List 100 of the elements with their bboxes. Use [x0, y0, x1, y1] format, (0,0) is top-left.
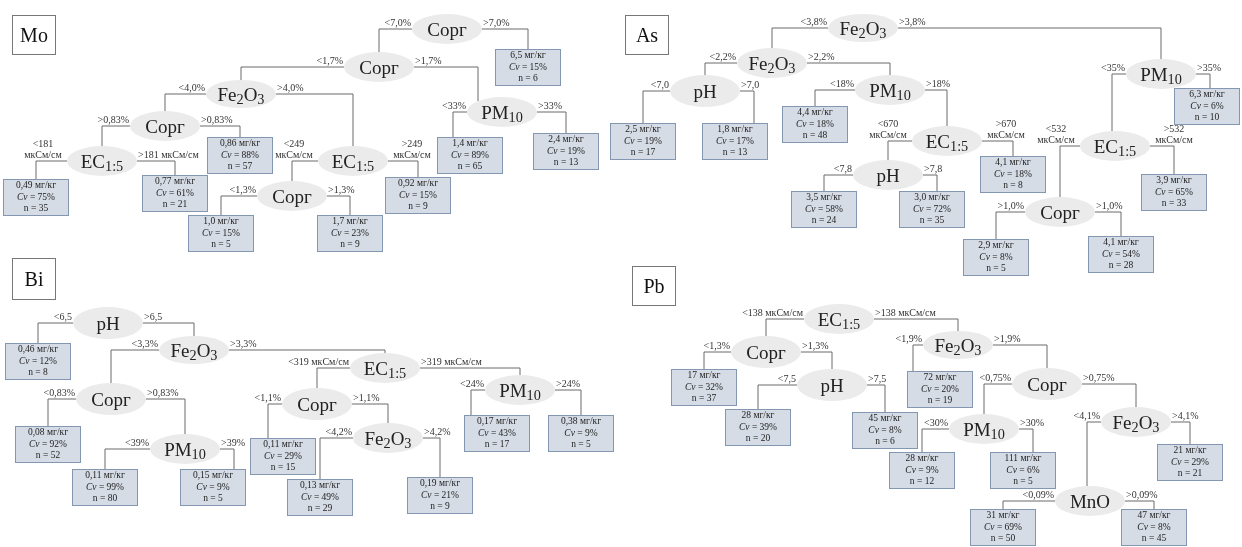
- cv-value: Cv = 19%: [623, 135, 663, 148]
- edge-label: <7,0: [650, 79, 669, 90]
- connector-line: [316, 367, 351, 389]
- connector-line: [275, 93, 354, 147]
- cv-value: Cv = 15%: [508, 61, 548, 74]
- leaf-box: [5, 343, 71, 380]
- leaf-box: [1174, 88, 1240, 125]
- cv-value: Cv = 89%: [450, 149, 490, 162]
- connector-line: [319, 437, 354, 480]
- edge-label: >2,2%: [808, 51, 835, 62]
- panel-label-box: [12, 258, 56, 300]
- edge-label: >670 мкСм/см: [986, 118, 1026, 140]
- predictor-label: MnO: [1069, 491, 1111, 511]
- leaf-box: [907, 371, 973, 408]
- edge-label: <3,3%: [131, 338, 158, 349]
- cv-value: Cv = 6%: [1006, 464, 1040, 477]
- edge-label: >7,0: [741, 79, 760, 90]
- edge-label: <18%: [830, 78, 854, 89]
- cv-value: Cv = 15%: [398, 189, 438, 202]
- connector-line: [387, 160, 419, 178]
- cv-value: Cv = 72%: [912, 203, 952, 216]
- concentration-value: 21 мг/кг: [1173, 445, 1207, 457]
- leaf-box: [495, 49, 561, 86]
- concentration-value: 1,7 мг/кг: [332, 216, 368, 228]
- predictor-label: PM$_{10}$: [481, 102, 523, 122]
- cv-value: Cv = 9%: [564, 427, 598, 440]
- predictor-label: PM$_{10}$: [869, 80, 911, 100]
- sample-count: n = 65: [457, 161, 483, 173]
- sample-count: n = 9: [408, 201, 428, 213]
- edge-label: <7,5: [777, 373, 796, 384]
- cv-value: Cv = 39%: [738, 421, 778, 434]
- concentration-value: 72 мг/кг: [923, 372, 957, 384]
- concentration-value: 2,9 мг/кг: [978, 240, 1014, 252]
- edge-label: <670 мкСм/см: [868, 118, 908, 140]
- edge-label: <1,9%: [895, 333, 922, 344]
- predictor-label: Fe$_{2}$O$_{3}$: [217, 84, 265, 104]
- connector-line: [866, 384, 886, 413]
- concentration-value: 2,5 мг/кг: [625, 124, 661, 136]
- predictor-label: pH: [820, 375, 844, 395]
- leaf-box: [889, 452, 955, 489]
- cv-value: Cv = 23%: [330, 227, 370, 240]
- connector-line: [1170, 421, 1191, 445]
- cv-value: Cv = 9%: [196, 481, 230, 494]
- concentration-value: 0,17 мг/кг: [476, 416, 518, 428]
- connector-line: [145, 398, 186, 435]
- connector-line: [554, 389, 582, 416]
- sample-count: n = 21: [1177, 468, 1203, 480]
- cv-value: Cv = 54%: [1101, 248, 1141, 261]
- sample-count: n = 9: [430, 501, 450, 513]
- concentration-value: 17 мг/кг: [687, 370, 721, 382]
- edge-label: >1,3%: [802, 340, 829, 351]
- connector-line: [983, 383, 1013, 415]
- sample-count: n = 13: [553, 157, 579, 169]
- predictor-label: pH: [876, 165, 900, 185]
- edge-label: <4,2%: [325, 426, 352, 437]
- connector-line: [765, 318, 805, 337]
- edge-label: >7,5: [868, 373, 887, 384]
- connector-line: [1111, 73, 1127, 132]
- connector-line: [995, 211, 1026, 240]
- edge-label: >39%: [221, 437, 245, 448]
- leaf-box: [899, 191, 965, 228]
- concentration-value: 0,77 мг/кг: [154, 176, 196, 188]
- predictor-label: EC$_{1:5}$: [1093, 136, 1137, 156]
- connector-line: [142, 322, 195, 337]
- predictor-label: Сорг: [1027, 374, 1067, 394]
- concentration-value: 3,5 мг/кг: [806, 192, 842, 204]
- cv-value: Cv = 75%: [16, 191, 56, 204]
- sample-count: n = 80: [92, 493, 118, 505]
- edge-label: <2,2%: [709, 51, 736, 62]
- leaf-box: [791, 191, 857, 228]
- sample-count: n = 12: [909, 476, 935, 488]
- connector-line: [326, 195, 351, 216]
- leaf-box: [287, 479, 353, 516]
- connector-line: [481, 28, 529, 50]
- sample-count: n = 9: [340, 239, 360, 251]
- edge-label: <319 мкСм/см: [288, 356, 349, 367]
- sample-count: n = 6: [518, 73, 538, 85]
- connector-line: [220, 195, 258, 216]
- connector-line: [104, 448, 151, 470]
- predictor-label: EC$_{1:5}$: [925, 131, 969, 151]
- sample-count: n = 10: [1194, 112, 1220, 124]
- connector-line: [703, 351, 732, 370]
- connector-line: [1086, 421, 1102, 487]
- cv-value: Cv = 92%: [28, 438, 68, 451]
- cv-value: Cv = 9%: [905, 464, 939, 477]
- cv-value: Cv = 29%: [263, 450, 303, 463]
- cv-value: Cv = 20%: [920, 383, 960, 396]
- predictor-label: PM$_{10}$: [164, 439, 206, 459]
- connector-line: [922, 174, 938, 192]
- edge-label: <249 мкСм/см: [274, 138, 314, 160]
- leaf-box: [188, 215, 254, 252]
- leaf-box: [385, 177, 451, 214]
- cv-value: Cv = 65%: [1154, 186, 1194, 199]
- edge-label: <33%: [442, 100, 466, 111]
- cv-value: Cv = 61%: [155, 187, 195, 200]
- connector-line: [37, 322, 74, 344]
- concentration-value: 31 мг/кг: [986, 510, 1020, 522]
- connector-line: [814, 89, 856, 107]
- sample-count: n = 17: [484, 439, 510, 451]
- connector-line: [1002, 500, 1056, 510]
